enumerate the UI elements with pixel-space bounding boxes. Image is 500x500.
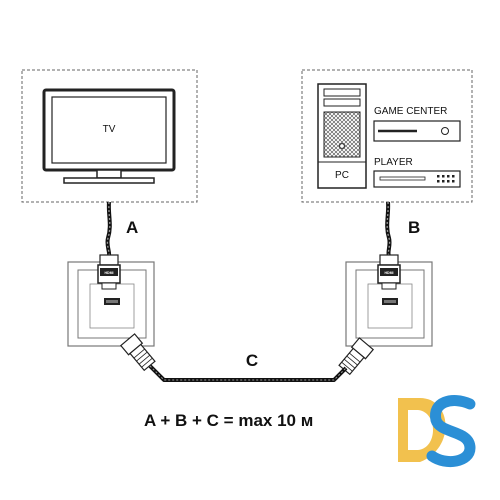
game-center-icon	[373, 120, 461, 142]
ds-logo	[398, 395, 476, 468]
length-formula: A + B + C = max 10 м	[144, 411, 313, 430]
left-top-hdmi-plug: HDMI	[97, 254, 121, 290]
left-wall-outlet: HDMI	[67, 254, 156, 372]
right-top-plug-marking: HDMI	[385, 271, 394, 275]
left-bottom-hdmi-plug	[119, 333, 156, 372]
player-label: PLAYER	[374, 157, 413, 168]
cable-b: B	[385, 201, 420, 257]
cable-c-label: C	[246, 351, 258, 370]
tv-device-box: TV	[21, 69, 198, 203]
right-hdmi-port	[382, 298, 398, 305]
game-center-label: GAME CENTER	[374, 106, 447, 117]
cable-c: C	[148, 351, 348, 382]
right-wall-outlet: HDMI	[338, 254, 433, 376]
tv-label: TV	[103, 124, 116, 135]
pc-tower-label: PC	[335, 170, 349, 181]
pc-tower-icon: PC	[317, 83, 367, 189]
cable-b-label: B	[408, 218, 420, 237]
player-icon	[373, 170, 461, 188]
right-top-hdmi-plug: HDMI	[377, 254, 401, 290]
pc-device-box: PC GAME CENTER PLAYER	[301, 69, 473, 203]
cable-a-label: A	[126, 218, 138, 237]
left-hdmi-port	[104, 298, 120, 305]
cable-a: A	[105, 201, 138, 257]
left-top-plug-marking: HDMI	[105, 271, 114, 275]
